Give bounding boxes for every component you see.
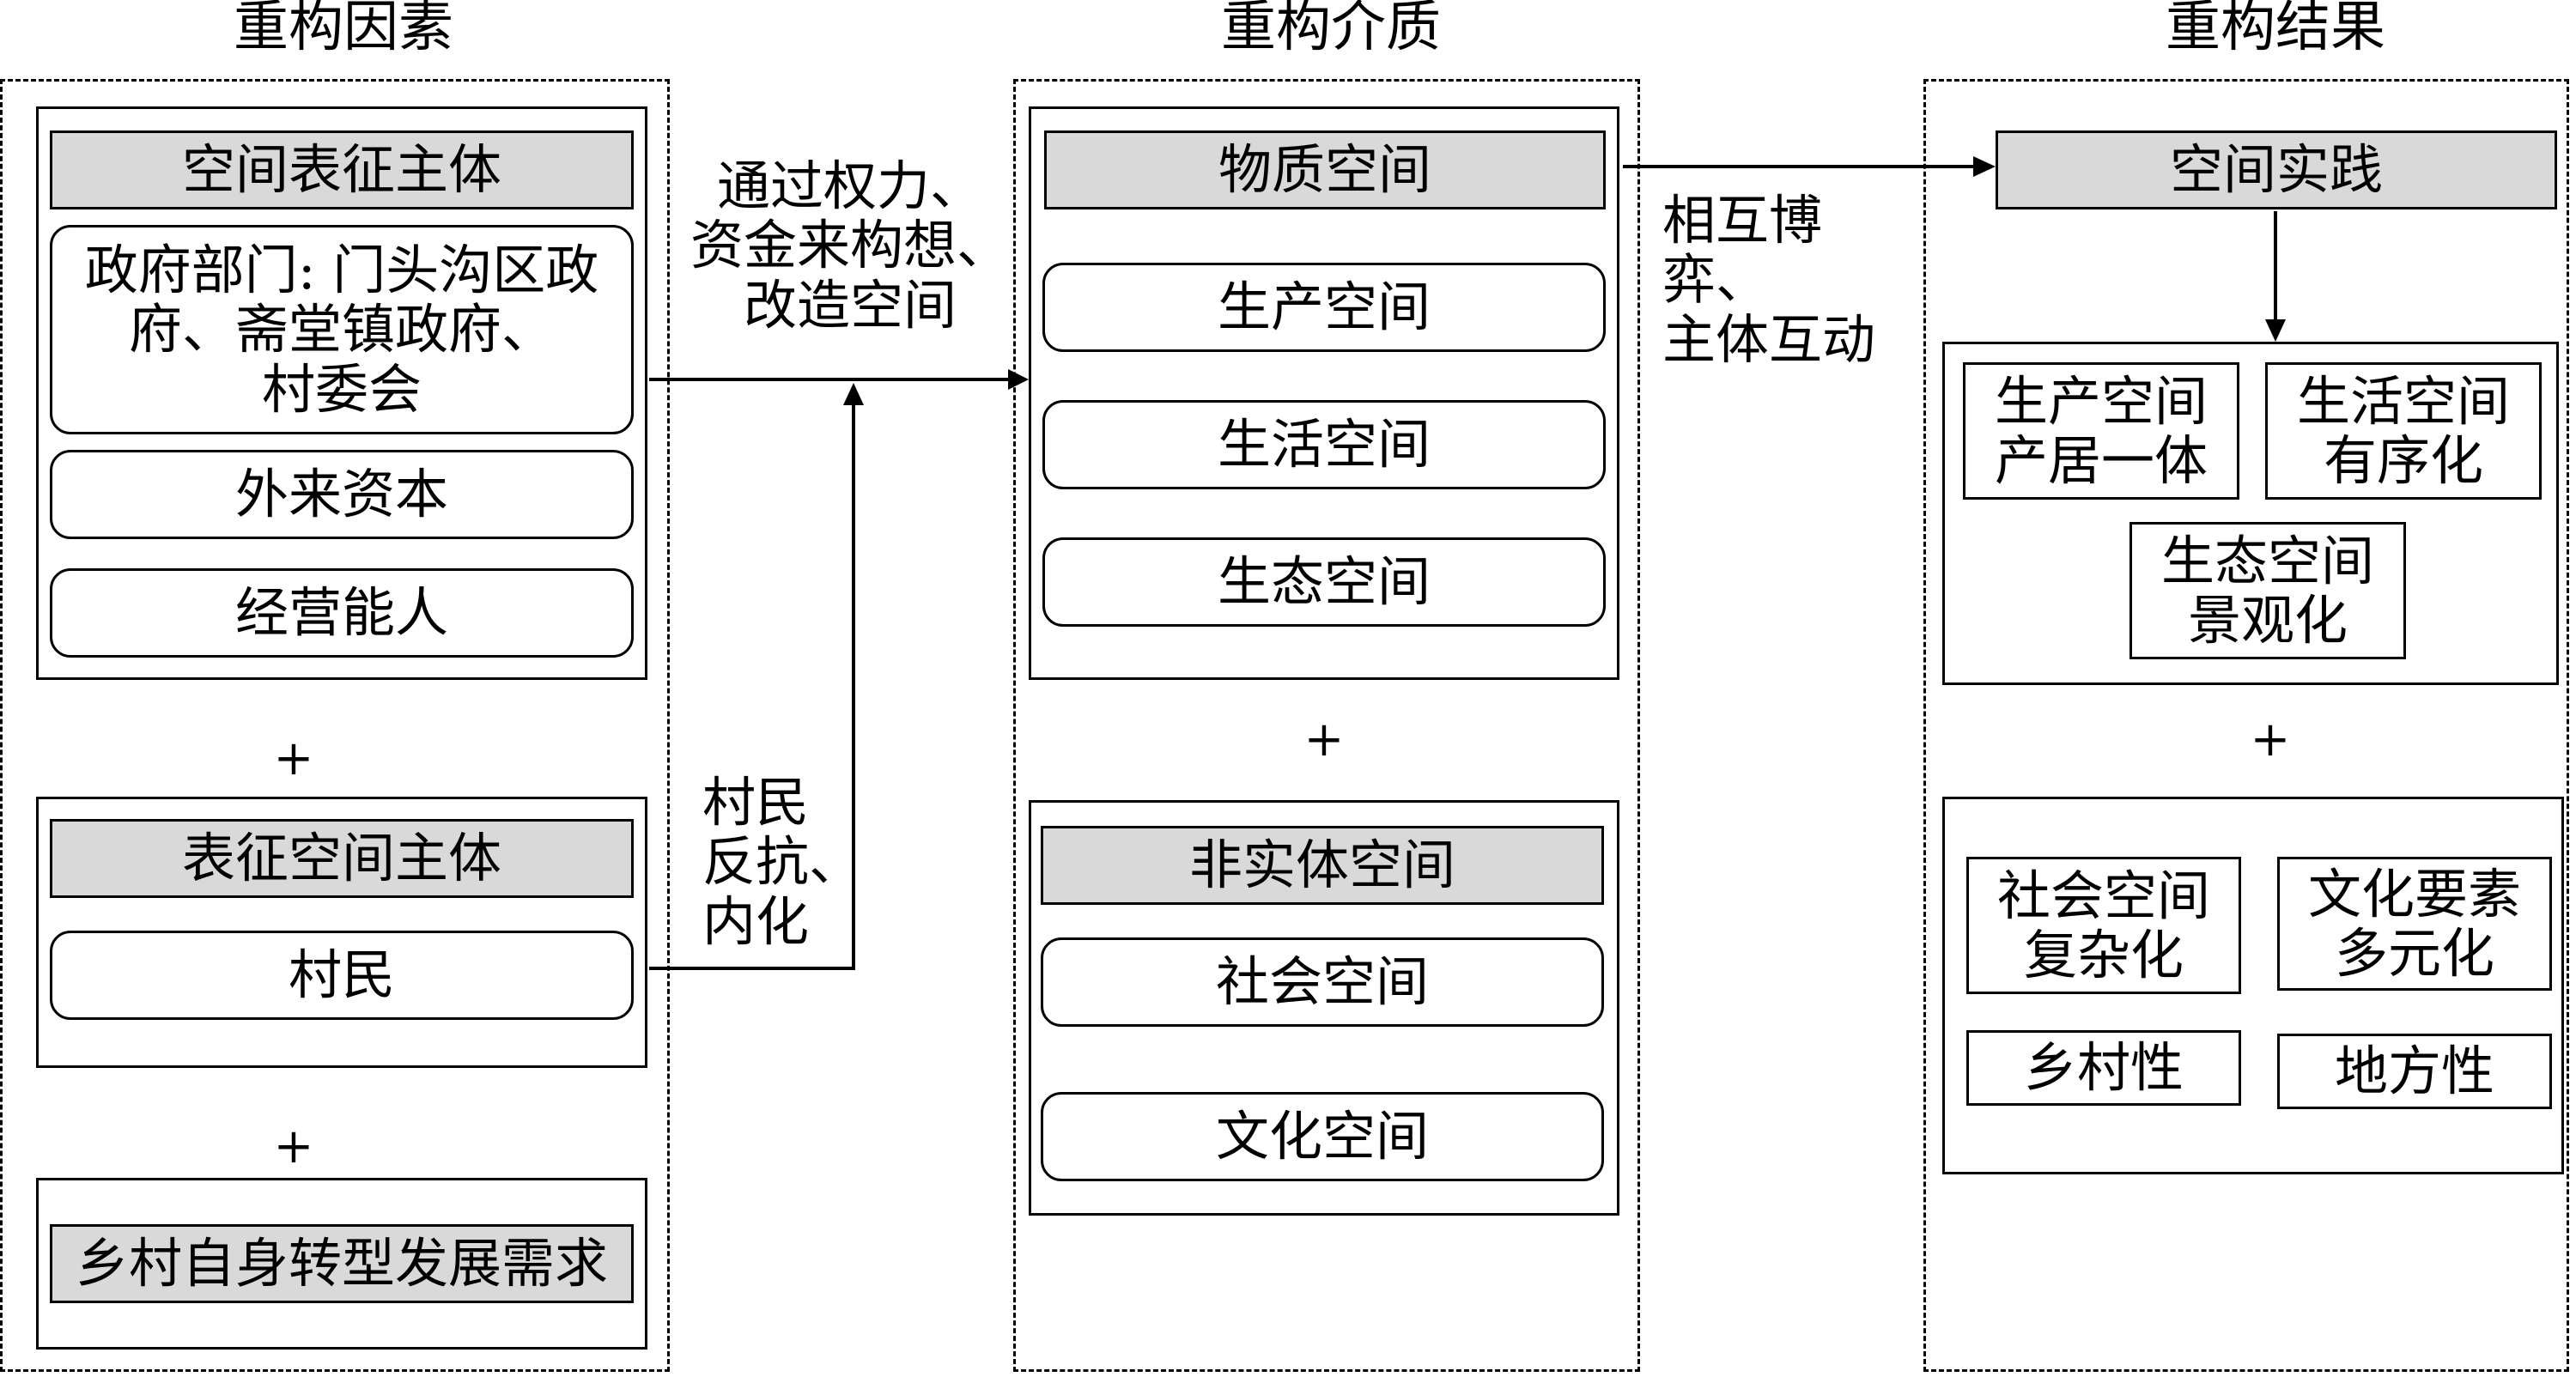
arrowhead bbox=[2265, 319, 2286, 342]
material-space-header: 物质空间 bbox=[1044, 130, 1606, 209]
production-result-box: 生产空间 产居一体 bbox=[1963, 362, 2239, 500]
space-representation-group bbox=[36, 106, 647, 680]
living-result-box: 生活空间 有序化 bbox=[2265, 362, 2542, 500]
medium-column bbox=[1013, 79, 1640, 1372]
government-box: 政府部门: 门头沟区政 府、斋堂镇政府、 村委会 bbox=[50, 225, 634, 434]
external-capital-box: 外来资本 bbox=[50, 450, 634, 539]
social-space-box: 社会空间 bbox=[1041, 937, 1604, 1027]
column-title-factors: 重构因素 bbox=[234, 0, 453, 59]
arrowhead bbox=[1008, 369, 1029, 390]
material-results-group bbox=[1942, 342, 2559, 685]
arrowhead bbox=[1973, 156, 1996, 177]
cultural-space-box: 文化空间 bbox=[1041, 1092, 1604, 1181]
villager-resistance-label: 村民 反抗、 内化 bbox=[702, 771, 863, 953]
living-space-box: 生活空间 bbox=[1042, 400, 1606, 489]
locality-box: 地方性 bbox=[2277, 1034, 2552, 1109]
representational-space-header: 表征空间主体 bbox=[50, 819, 634, 898]
rural-demand-group bbox=[36, 1178, 647, 1350]
ecological-result-box: 生态空间 景观化 bbox=[2129, 522, 2406, 659]
rural-demand-header: 乡村自身转型发展需求 bbox=[50, 1224, 634, 1303]
arrowhead bbox=[843, 383, 864, 405]
non-physical-space-group bbox=[1029, 800, 1619, 1216]
rurality-box: 乡村性 bbox=[1966, 1030, 2241, 1106]
capable-operators-box: 经营能人 bbox=[50, 568, 634, 658]
plus-sign: + bbox=[1303, 712, 1345, 767]
column-title-results: 重构结果 bbox=[2166, 0, 2385, 59]
social-result-box: 社会空间 复杂化 bbox=[1966, 857, 2241, 994]
plus-sign: + bbox=[2250, 712, 2291, 767]
factors-column bbox=[0, 79, 670, 1372]
ecological-space-box: 生态空间 bbox=[1042, 537, 1606, 627]
arrow-villagers-up bbox=[649, 387, 858, 970]
space-representation-header: 空间表征主体 bbox=[50, 130, 634, 209]
interaction-label: 相互博弈、 主体互动 bbox=[1662, 189, 1876, 371]
results-column bbox=[1923, 79, 2569, 1372]
spatial-practice-header: 空间实践 bbox=[1996, 130, 2557, 209]
production-space-box: 生产空间 bbox=[1042, 263, 1606, 352]
non-physical-results-group bbox=[1942, 797, 2564, 1174]
power-capital-label: 通过权力、 资金来构想、 改造空间 bbox=[690, 155, 1010, 337]
column-title-medium: 重构介质 bbox=[1221, 0, 1441, 59]
plus-sign: + bbox=[273, 1119, 314, 1174]
material-space-group bbox=[1029, 106, 1619, 680]
plus-sign: + bbox=[273, 731, 314, 786]
non-physical-space-header: 非实体空间 bbox=[1041, 826, 1604, 905]
cultural-result-box: 文化要素 多元化 bbox=[2277, 857, 2552, 991]
villagers-box: 村民 bbox=[50, 931, 634, 1020]
representational-space-group bbox=[36, 797, 647, 1068]
